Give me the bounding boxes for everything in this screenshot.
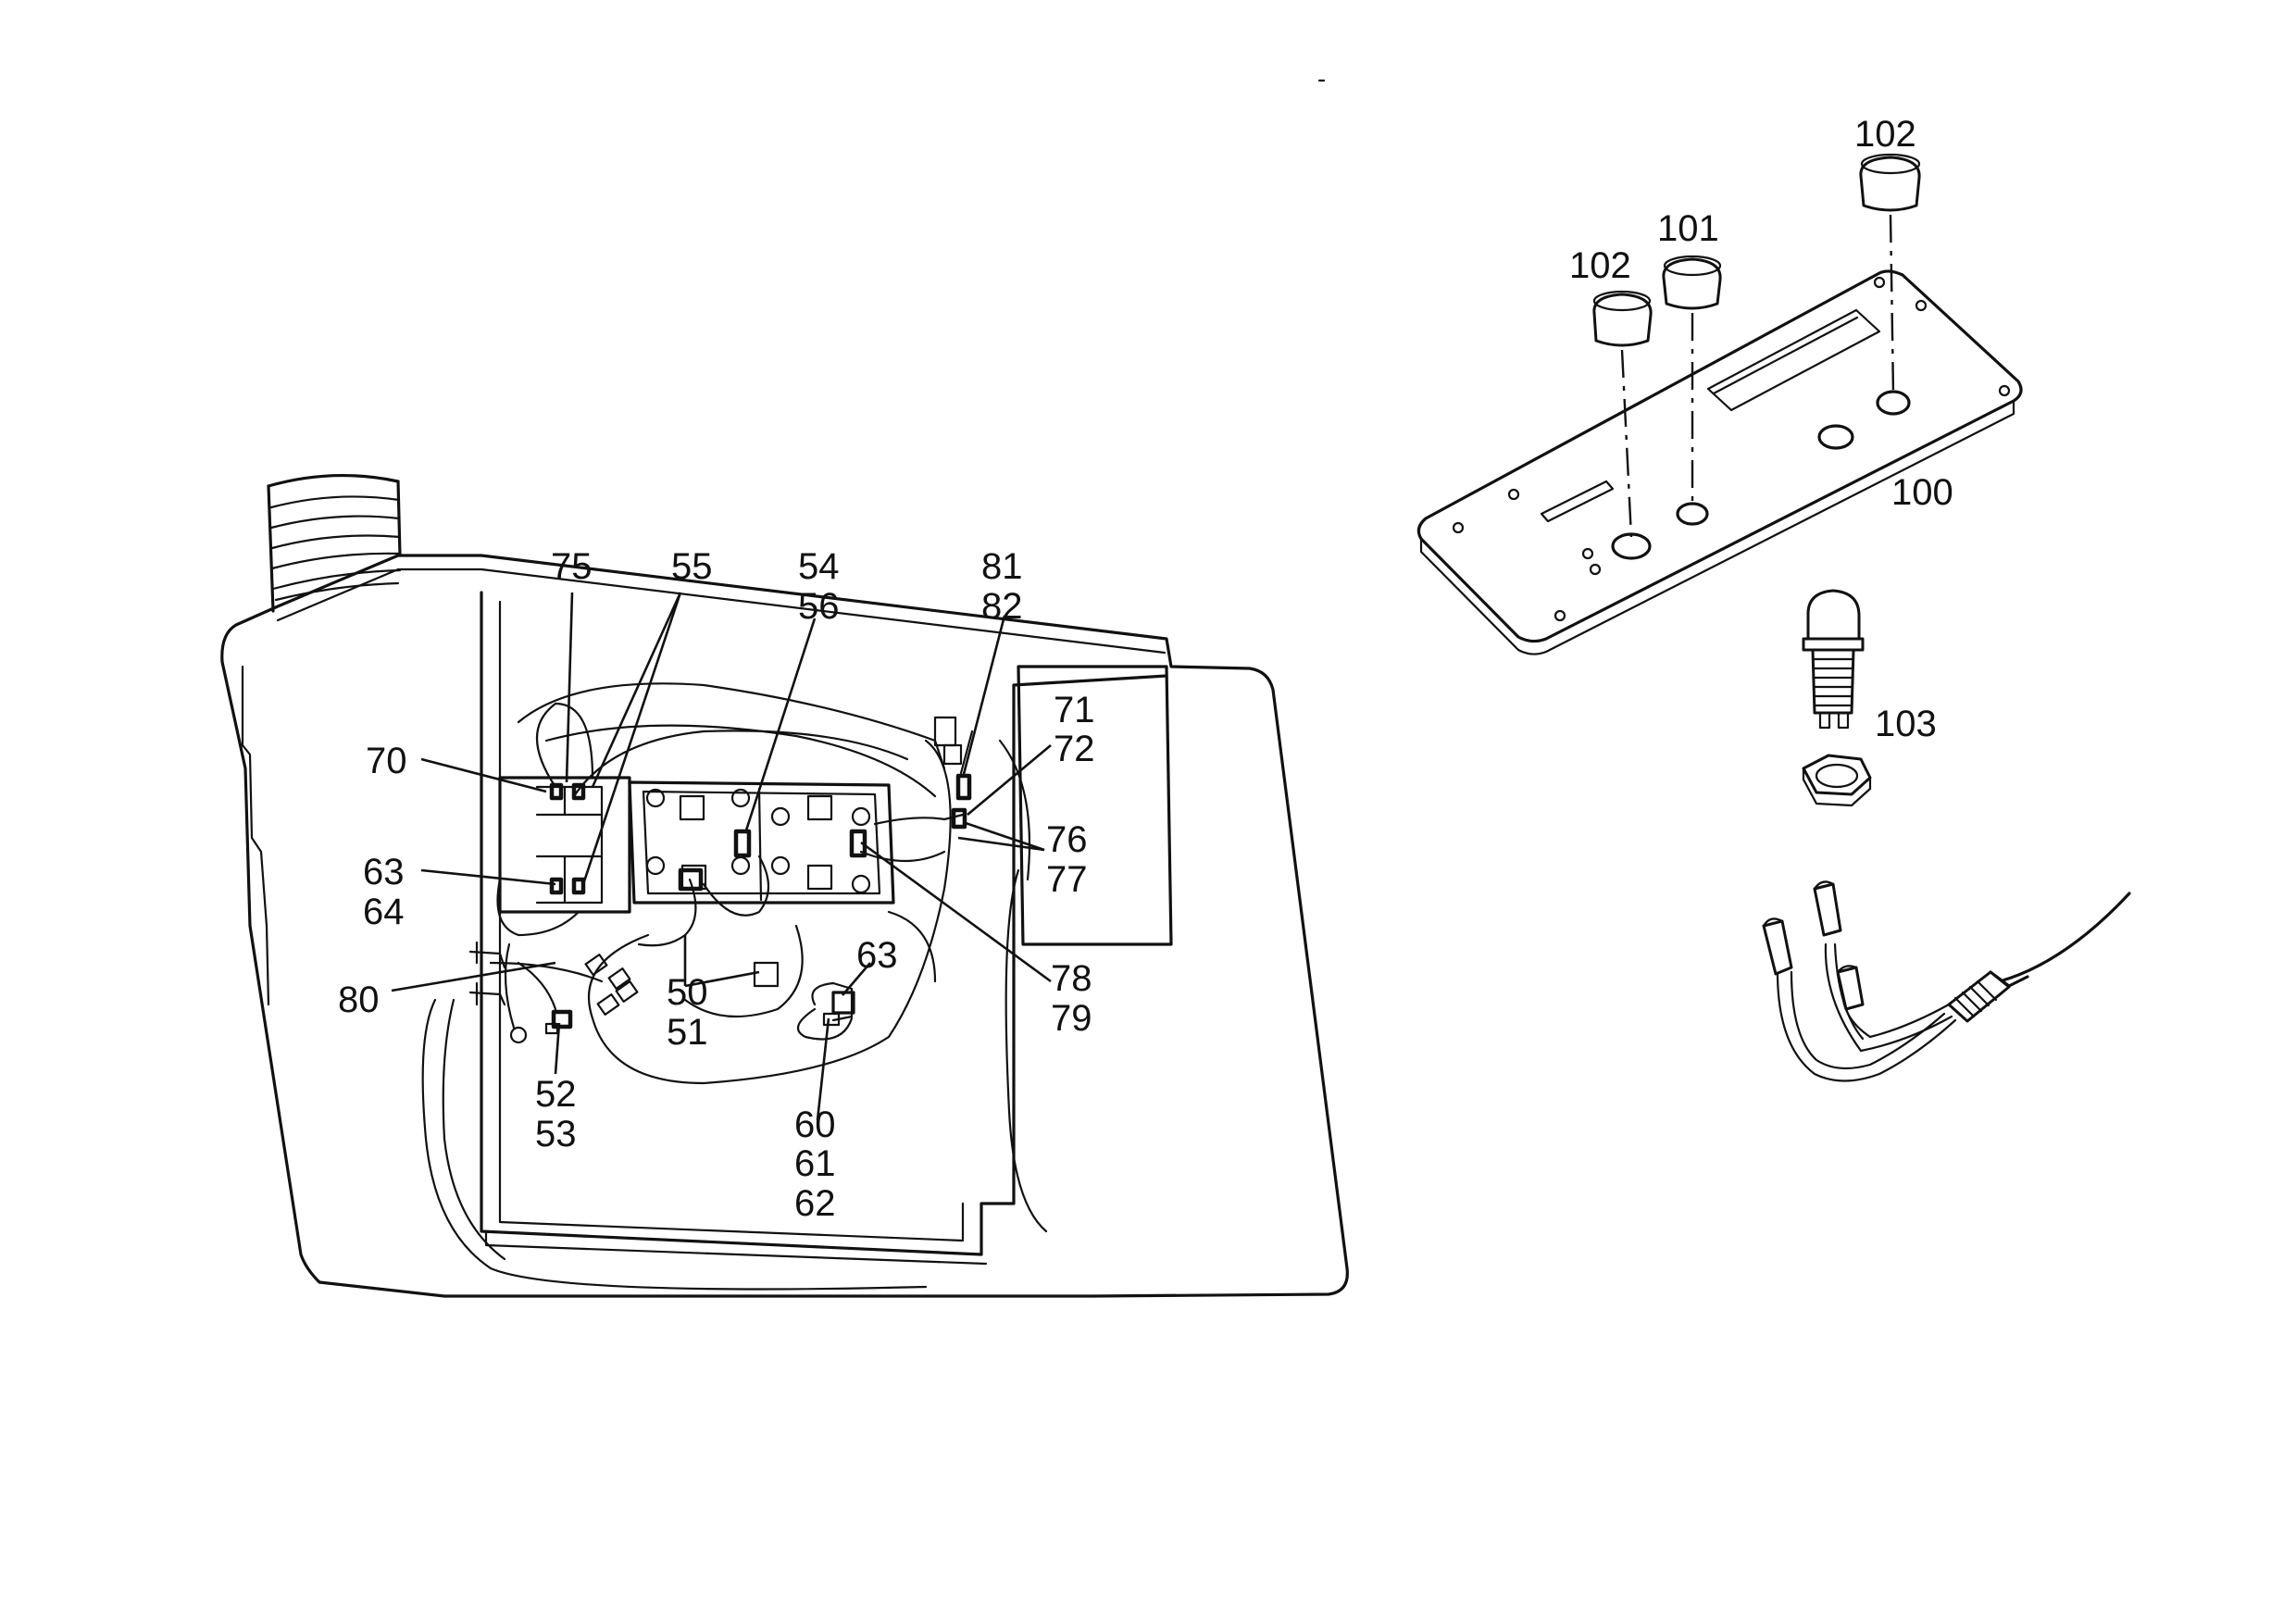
label-101: 101 <box>1657 208 1719 249</box>
label-70: 70 <box>366 741 407 781</box>
label-61: 61 <box>794 1143 836 1184</box>
label-80: 80 <box>338 979 380 1020</box>
label-51: 51 <box>667 1012 708 1053</box>
push-button-103 <box>1802 589 1865 730</box>
label-81: 81 <box>981 546 1023 587</box>
label-102-left: 102 <box>1569 245 1631 286</box>
side-plate <box>1017 665 1173 946</box>
cable-assembly <box>1762 880 2131 1082</box>
label-82: 82 <box>981 586 1023 627</box>
wire-harness <box>489 682 965 1085</box>
panel-plate <box>1416 269 2023 655</box>
label-56: 56 <box>798 586 840 627</box>
label-50: 50 <box>667 972 708 1013</box>
leader-lines <box>391 592 1052 1121</box>
housing-outline <box>220 554 1349 1298</box>
label-54: 54 <box>798 546 840 587</box>
label-71: 71 <box>1054 690 1095 730</box>
label-52: 52 <box>535 1074 577 1115</box>
button-caps <box>1592 153 1921 347</box>
terminal-connectors <box>468 941 780 1044</box>
part-labels: 75 55 54 56 81 82 70 71 72 63 64 76 77 8… <box>338 114 1953 1224</box>
label-64: 64 <box>363 892 405 932</box>
label-53: 53 <box>535 1114 577 1154</box>
label-76: 76 <box>1046 819 1088 860</box>
label-63: 63 <box>363 852 405 892</box>
label-62: 62 <box>794 1183 836 1224</box>
label-102-right: 102 <box>1854 114 1916 155</box>
label-75: 75 <box>551 546 593 587</box>
corrugated-hose <box>267 473 402 613</box>
label-79: 79 <box>1051 998 1092 1039</box>
label-72: 72 <box>1054 729 1095 769</box>
alignment-lines <box>1620 214 1895 538</box>
hex-nut <box>1802 754 1872 807</box>
control-box-housing <box>220 473 1349 1298</box>
label-63-lower: 63 <box>856 935 898 976</box>
label-100: 100 <box>1891 472 1953 513</box>
label-103: 103 <box>1875 704 1937 744</box>
label-77: 77 <box>1046 859 1088 900</box>
label-78: 78 <box>1051 958 1092 999</box>
relay-board <box>628 780 895 905</box>
label-55: 55 <box>671 546 713 587</box>
label-60: 60 <box>794 1104 836 1145</box>
right-terminals <box>933 716 974 830</box>
contactor-block <box>498 776 631 914</box>
